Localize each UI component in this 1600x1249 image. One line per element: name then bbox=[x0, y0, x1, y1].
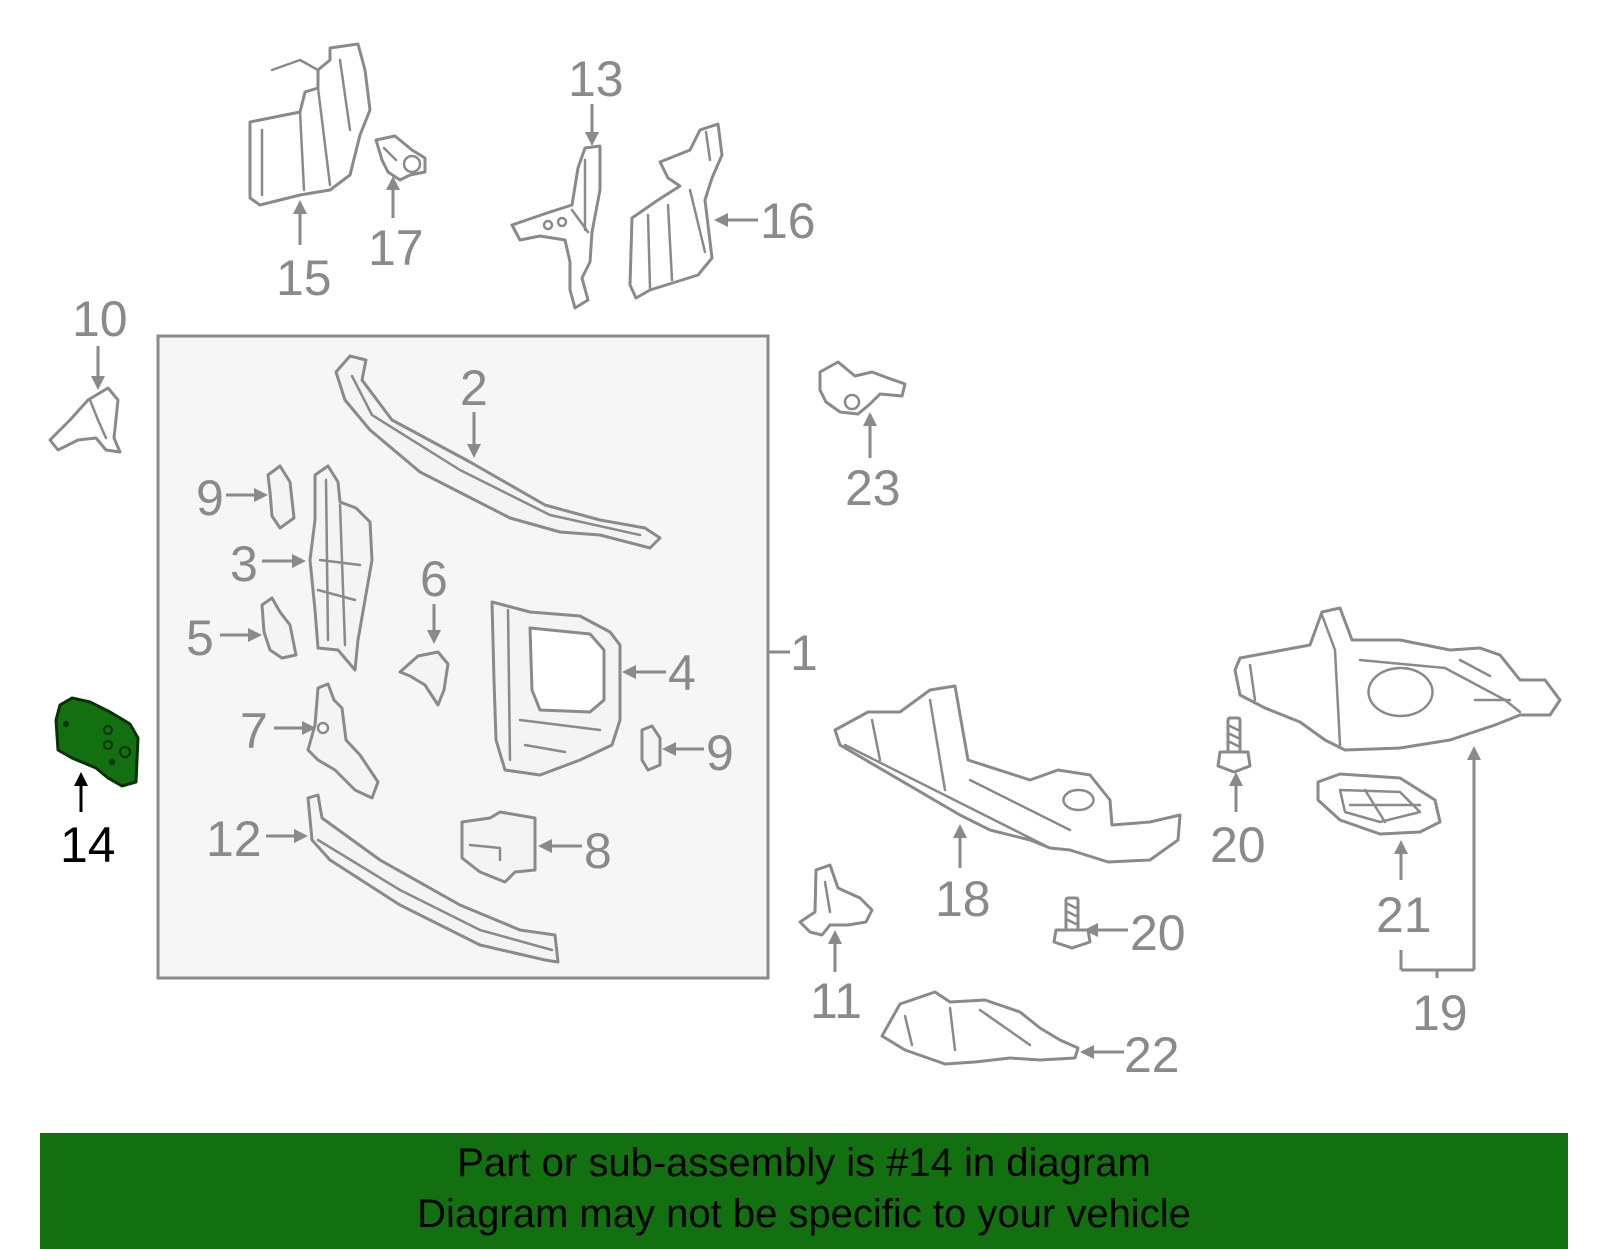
arrowhead-13 bbox=[585, 132, 599, 146]
part-14[interactable] bbox=[54, 696, 140, 788]
label-1[interactable]: 1 bbox=[790, 625, 818, 681]
part-8[interactable] bbox=[460, 810, 537, 884]
label-12[interactable]: 12 bbox=[206, 811, 262, 867]
part-16[interactable] bbox=[628, 122, 724, 300]
part-2[interactable] bbox=[334, 354, 662, 550]
part-15[interactable] bbox=[248, 42, 372, 207]
part-4[interactable] bbox=[490, 600, 622, 777]
arrowhead-20-lower bbox=[1084, 923, 1098, 937]
part-20-lower[interactable] bbox=[1052, 896, 1092, 950]
label-10[interactable]: 10 bbox=[72, 291, 128, 347]
part-9-upper[interactable] bbox=[266, 464, 296, 530]
arrowhead-2 bbox=[467, 444, 481, 458]
arrowhead-10 bbox=[91, 376, 105, 390]
arrowhead-11 bbox=[828, 930, 842, 944]
arrowhead-16 bbox=[714, 213, 728, 227]
arrowhead-9-upper bbox=[254, 488, 268, 502]
arrowhead-18 bbox=[953, 824, 967, 838]
part-7[interactable] bbox=[306, 682, 380, 800]
part-13[interactable] bbox=[510, 144, 602, 310]
label-8[interactable]: 8 bbox=[584, 823, 612, 879]
arrowhead-19 bbox=[1467, 746, 1481, 760]
arrowhead-3 bbox=[292, 554, 306, 568]
part-6[interactable] bbox=[398, 650, 450, 707]
label-5[interactable]: 5 bbox=[186, 610, 214, 666]
part-19[interactable] bbox=[1233, 606, 1562, 752]
info-banner: Part or sub-assembly is #14 in diagram D… bbox=[40, 1133, 1568, 1249]
label-17[interactable]: 17 bbox=[368, 220, 424, 276]
label-20-lower[interactable]: 20 bbox=[1130, 905, 1186, 961]
label-18[interactable]: 18 bbox=[935, 871, 991, 927]
arrowhead-8 bbox=[538, 839, 552, 853]
label-21[interactable]: 21 bbox=[1376, 887, 1432, 943]
label-20-upper[interactable]: 20 bbox=[1210, 817, 1266, 873]
banner-line-2: Diagram may not be specific to your vehi… bbox=[417, 1192, 1191, 1236]
part-11[interactable] bbox=[798, 863, 874, 937]
arrowhead-5 bbox=[248, 628, 262, 642]
label-14[interactable]: 14 bbox=[60, 817, 116, 873]
part-3[interactable] bbox=[308, 464, 374, 672]
arrowhead-14 bbox=[74, 772, 88, 786]
arrowhead-20-upper bbox=[1229, 772, 1243, 786]
label-9-upper[interactable]: 9 bbox=[196, 470, 224, 526]
part-17[interactable] bbox=[374, 134, 427, 182]
arrowhead-9-lower bbox=[662, 742, 676, 756]
part-10[interactable] bbox=[48, 386, 122, 454]
part-12[interactable] bbox=[306, 793, 560, 964]
part-9-lower[interactable] bbox=[640, 724, 662, 772]
label-15[interactable]: 15 bbox=[276, 250, 332, 306]
part-22[interactable] bbox=[880, 990, 1080, 1066]
arrowhead-7 bbox=[302, 721, 316, 735]
label-2[interactable]: 2 bbox=[460, 360, 488, 416]
arrowhead-15 bbox=[293, 200, 307, 214]
label-7[interactable]: 7 bbox=[240, 703, 268, 759]
label-16[interactable]: 16 bbox=[760, 193, 816, 249]
label-23[interactable]: 23 bbox=[845, 460, 901, 516]
arrowhead-21 bbox=[1394, 840, 1408, 854]
part-23[interactable] bbox=[818, 360, 907, 416]
label-9-lower[interactable]: 9 bbox=[706, 725, 734, 781]
banner-line-1: Part or sub-assembly is #14 in diagram bbox=[457, 1141, 1151, 1185]
label-22[interactable]: 22 bbox=[1124, 1027, 1180, 1083]
arrowhead-17 bbox=[386, 176, 400, 190]
arrowhead-4 bbox=[622, 665, 636, 679]
part-20-upper[interactable] bbox=[1216, 716, 1252, 774]
label-13[interactable]: 13 bbox=[568, 51, 624, 107]
arrowhead-22 bbox=[1080, 1045, 1094, 1059]
assembly-box bbox=[156, 334, 770, 980]
part-5[interactable] bbox=[260, 596, 298, 660]
arrowhead-12 bbox=[294, 829, 308, 843]
part-21[interactable] bbox=[1316, 772, 1442, 836]
label-11[interactable]: 11 bbox=[810, 973, 862, 1029]
label-3[interactable]: 3 bbox=[230, 536, 258, 592]
label-4[interactable]: 4 bbox=[668, 645, 696, 701]
arrowhead-6 bbox=[427, 630, 441, 644]
part-18[interactable] bbox=[833, 684, 1182, 864]
label-19[interactable]: 19 bbox=[1412, 985, 1468, 1041]
label-6[interactable]: 6 bbox=[420, 551, 448, 607]
arrowhead-23 bbox=[863, 412, 877, 426]
